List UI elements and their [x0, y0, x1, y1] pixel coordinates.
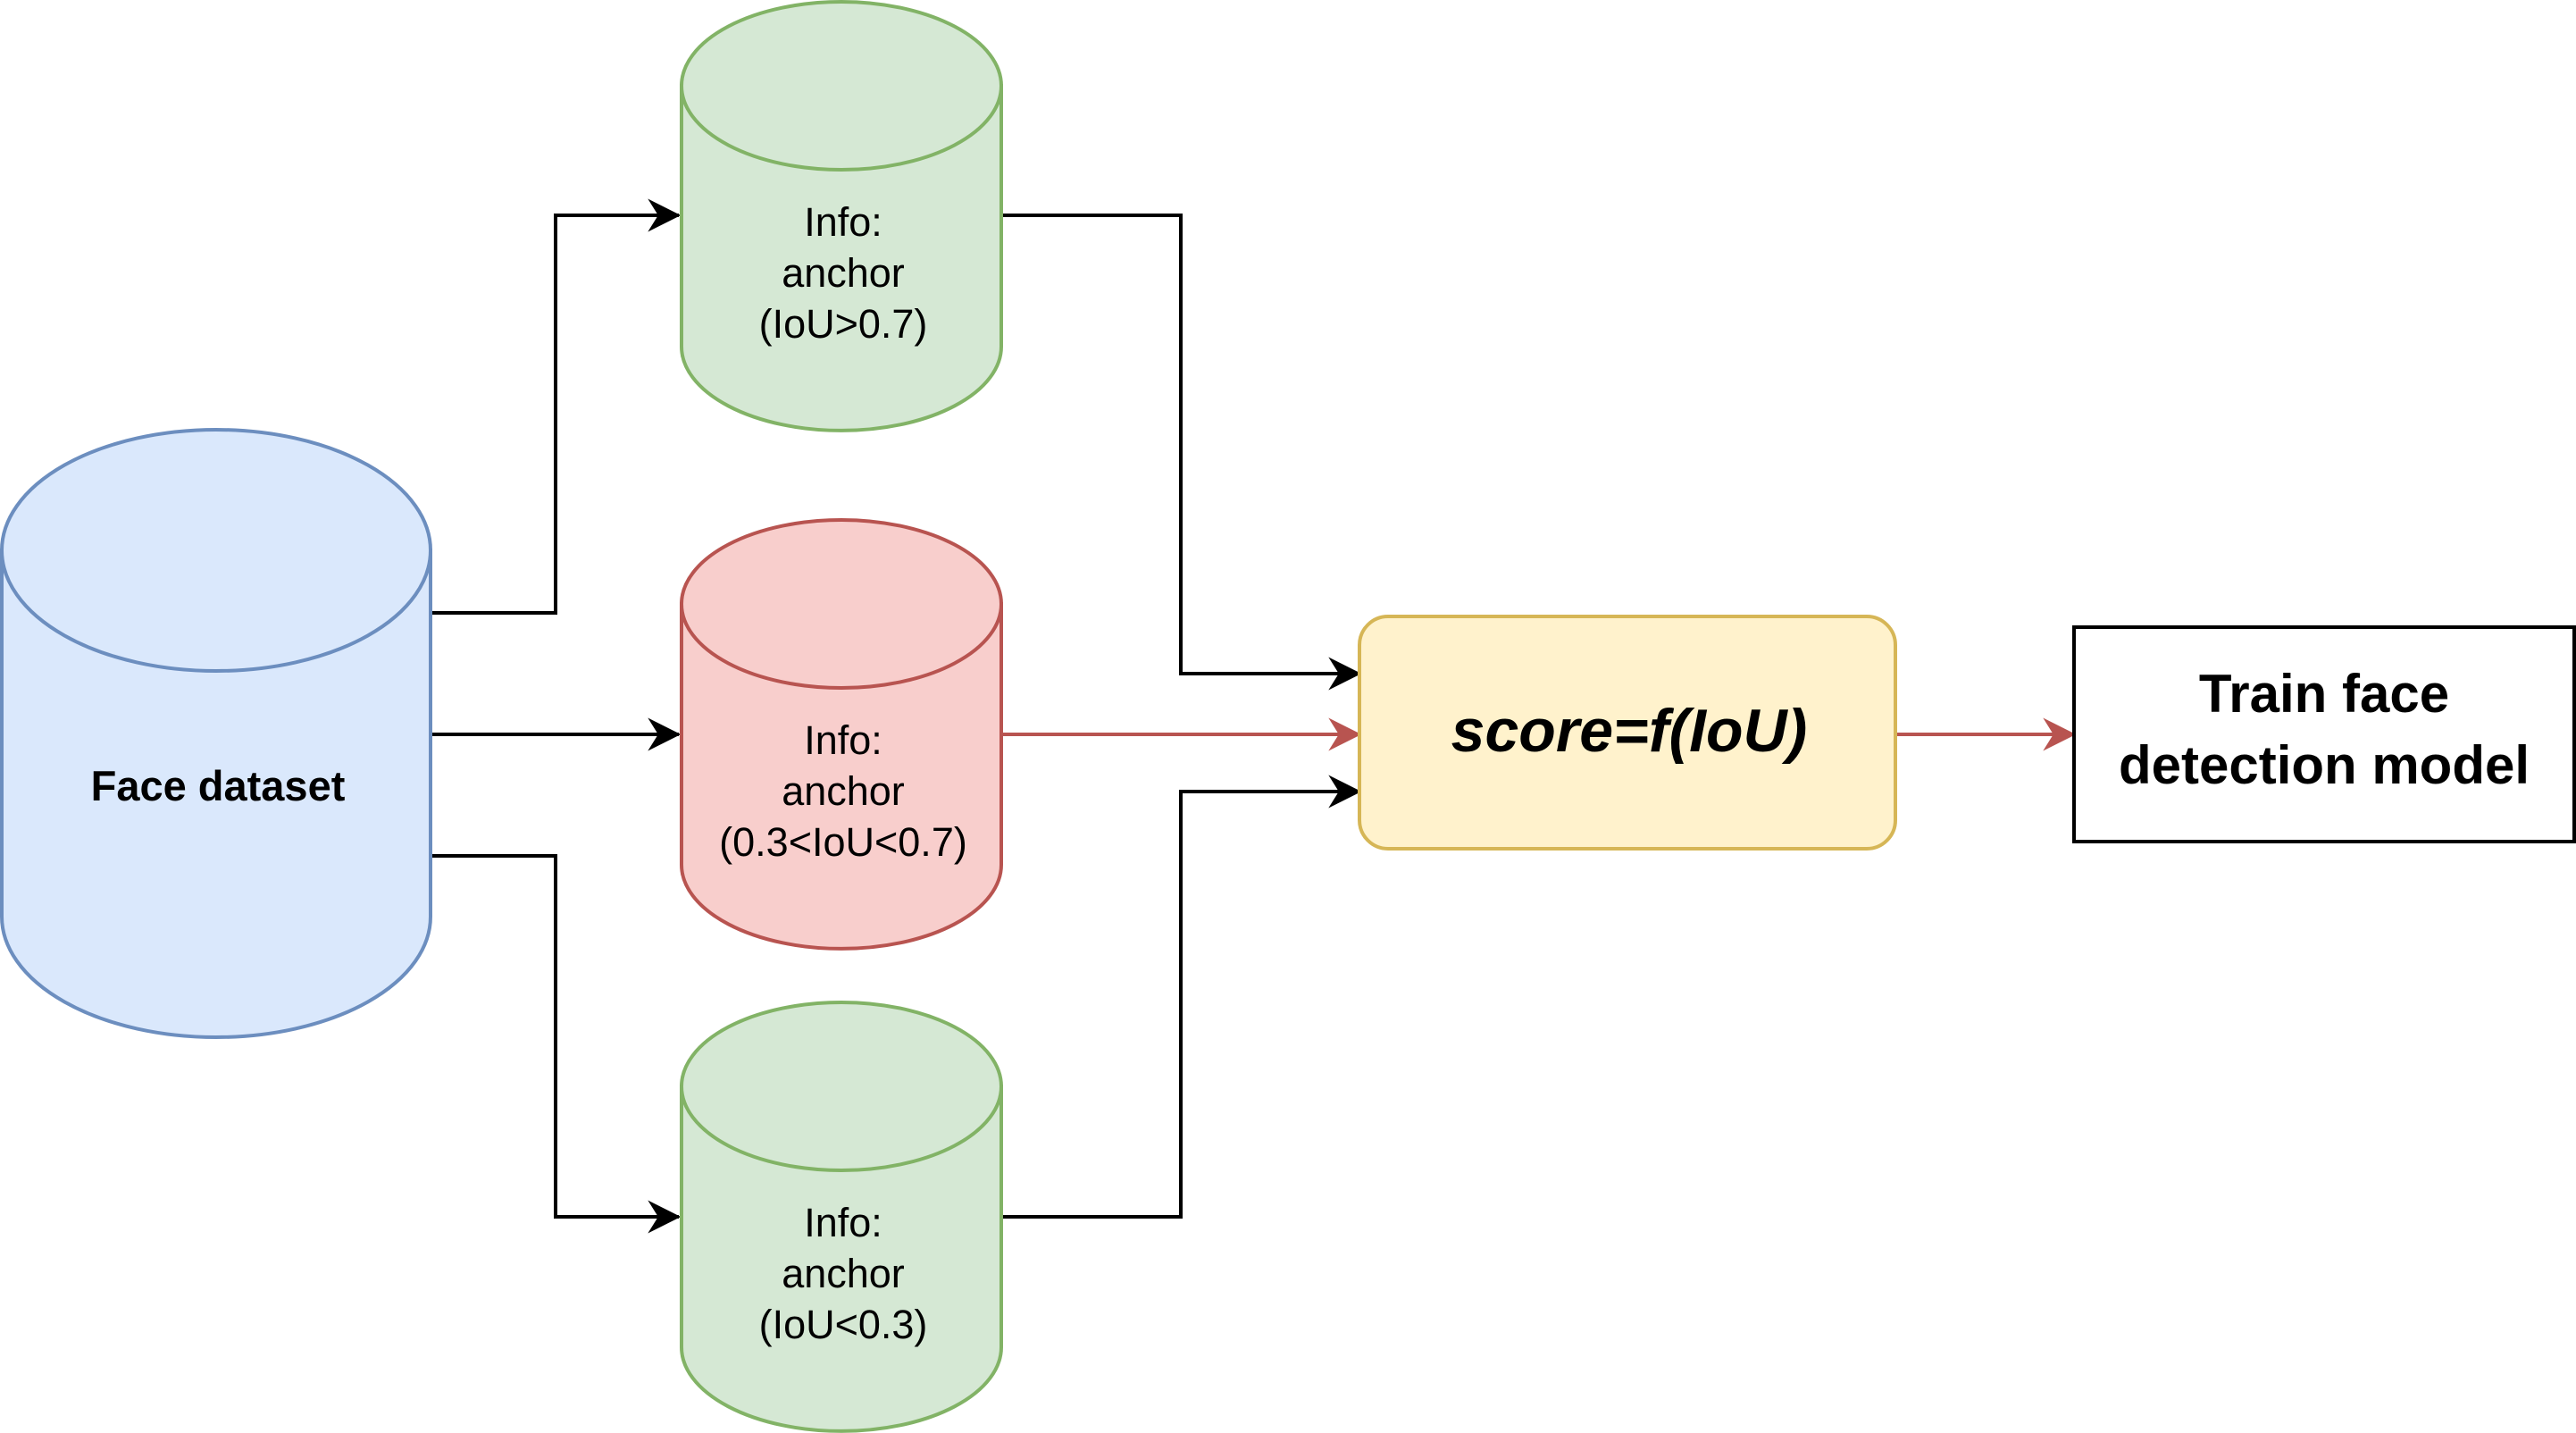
anchor-high-line-2: anchor: [782, 250, 905, 296]
anchor-low-cylinder-top: [680, 1001, 1003, 1172]
score-node: score=f(IoU): [1358, 615, 1897, 851]
arrowhead-score-top: [1328, 657, 1362, 691]
anchor-low-cylinder-body: [680, 1085, 1003, 1433]
face-dataset-cylinder-top: [0, 428, 432, 673]
edges: [432, 198, 2077, 1234]
anchor-low-line-2: anchor: [782, 1251, 905, 1296]
train-model-box: [2072, 625, 2576, 843]
edge-dataset-to-anchor-high: [432, 214, 679, 615]
anchor-mid-cylinder-body: [680, 602, 1003, 951]
face-dataset-label: Face dataset: [91, 762, 346, 809]
edge-anchor-low-to-score: [1002, 790, 1359, 1219]
anchor-low-line-1: Info:: [804, 1200, 882, 1245]
anchor-low-line-3: (IoU<0.3): [759, 1302, 928, 1347]
arrowhead-anchor-high: [648, 198, 682, 232]
arrowhead-anchor-mid: [648, 717, 682, 751]
train-model-line-1: Train face: [2199, 664, 2449, 724]
arrowhead-score-middle: [1328, 717, 1362, 751]
anchor-high-node: Info: anchor (IoU>0.7): [680, 0, 1003, 432]
arrowhead-train: [2043, 717, 2077, 751]
face-dataset-node: Face dataset: [0, 428, 432, 1039]
anchor-mid-line-2: anchor: [782, 768, 905, 814]
anchor-high-line-3: (IoU>0.7): [759, 301, 928, 347]
anchor-high-line-1: Info:: [804, 199, 882, 245]
arrowhead-anchor-low: [648, 1200, 682, 1234]
score-formula-label: score=f(IoU): [1451, 697, 1808, 765]
arrowhead-score-bottom: [1328, 775, 1362, 809]
anchor-mid-cylinder-top: [680, 518, 1003, 690]
anchor-mid-line-1: Info:: [804, 717, 882, 763]
train-model-node: Train face detection model: [2072, 625, 2576, 843]
anchor-high-cylinder-top: [680, 0, 1003, 172]
train-model-line-2: detection model: [2119, 735, 2530, 795]
anchor-low-node: Info: anchor (IoU<0.3): [680, 1001, 1003, 1433]
face-dataset-cylinder-body: [0, 549, 432, 1039]
edge-dataset-to-anchor-low: [432, 854, 679, 1219]
anchor-mid-node: Info: anchor (0.3<IoU<0.7): [680, 518, 1003, 951]
anchor-mid-line-3: (0.3<IoU<0.7): [719, 819, 967, 865]
edge-anchor-high-to-score: [1002, 214, 1359, 675]
anchor-high-cylinder-body: [680, 84, 1003, 432]
score-box: [1358, 615, 1897, 851]
